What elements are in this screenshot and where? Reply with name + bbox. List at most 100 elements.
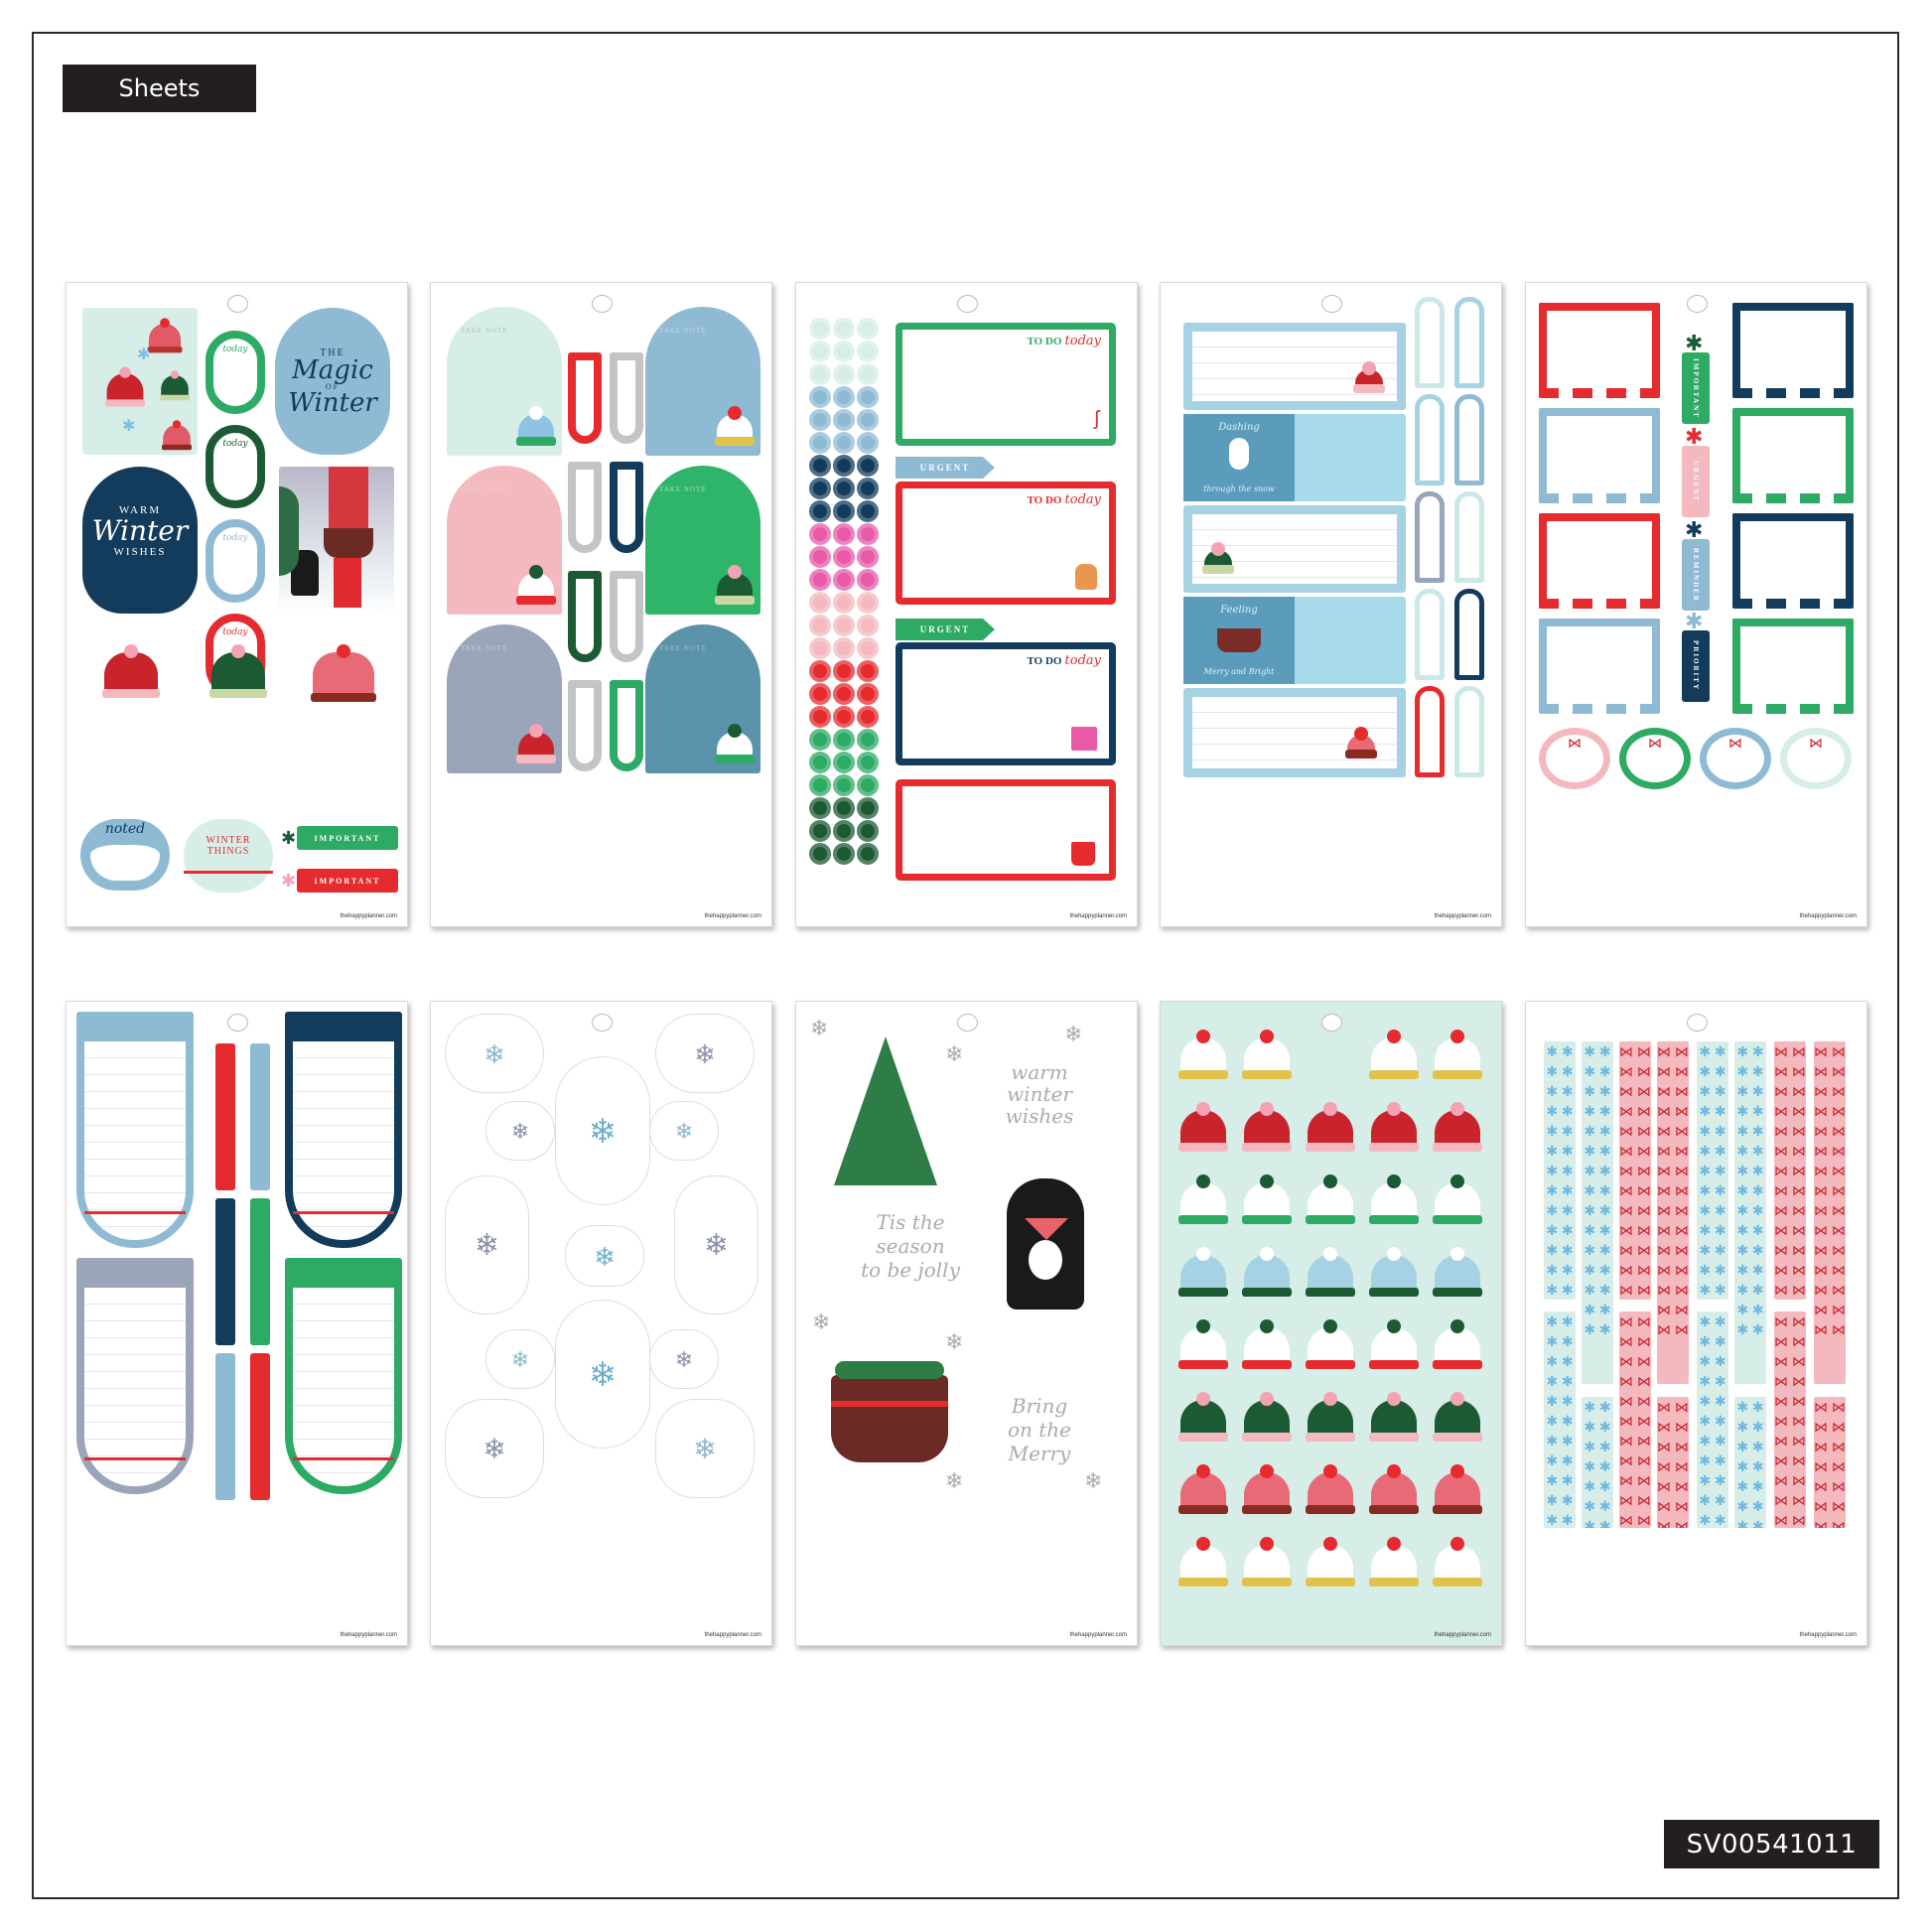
beanie-sticker[interactable] (1242, 1537, 1292, 1587)
urgent-flag-green[interactable]: URGENT (896, 619, 995, 640)
dot-sticker[interactable] (809, 637, 831, 659)
dot-sticker[interactable] (809, 478, 831, 499)
sticker-sheet-1[interactable]: ✱ ✱ today today today today THE Magic OF… (66, 282, 408, 927)
washi-strip-snowflakes[interactable]: ✱ ✱ ✱ ✱ ✱ ✱ ✱ ✱ ✱ ✱ ✱ ✱ ✱ ✱ ✱ ✱ ✱ ✱ ✱ ✱ … (1734, 1397, 1766, 1528)
beanie-sticker[interactable] (1242, 1102, 1292, 1152)
beanie-sticker[interactable] (1369, 1174, 1419, 1224)
lined-label[interactable] (1183, 688, 1406, 777)
dashing-snow-label[interactable]: Dashing through the snow (1183, 414, 1406, 501)
washi-strip-snowflakes[interactable]: ✱ ✱ ✱ ✱ ✱ ✱ ✱ ✱ ✱ ✱ ✱ ✱ ✱ ✱ ✱ ✱ ✱ ✱ ✱ ✱ … (1697, 1041, 1728, 1300)
todo-box-navy[interactable]: TO DO today (896, 642, 1116, 765)
beanie-sticker[interactable] (1306, 1247, 1355, 1297)
beanie-sticker[interactable] (1306, 1319, 1355, 1369)
clip-tab-silver[interactable] (610, 571, 643, 662)
beanie-sticker[interactable] (1433, 1247, 1482, 1297)
beanie-pattern-tag[interactable]: ✱ ✱ (82, 308, 198, 455)
dot-sticker-grid[interactable] (809, 318, 881, 865)
sticker-sheet-9[interactable]: thehappyplanner.com (1160, 1001, 1502, 1646)
bow-circle-green[interactable]: ⋈ (1619, 728, 1691, 789)
arrow-flag[interactable] (1454, 394, 1484, 485)
take-note-arch-mint[interactable]: TAKE NOTE (447, 307, 562, 456)
arrow-flag[interactable] (1454, 491, 1484, 583)
dot-sticker[interactable] (857, 432, 879, 454)
scalloped-box-red[interactable] (1539, 513, 1660, 609)
snowflake-cluster[interactable]: ❄ (565, 1225, 644, 1287)
beanie-sticker[interactable] (1433, 1464, 1482, 1514)
dot-sticker[interactable] (857, 363, 879, 385)
dot-sticker[interactable] (833, 752, 855, 773)
snowflake-cluster[interactable]: ❄ (555, 1056, 650, 1205)
dot-sticker[interactable] (833, 797, 855, 819)
page-strip-blue[interactable] (250, 1043, 270, 1190)
sticker-sheet-10[interactable]: ✱ ✱ ✱ ✱ ✱ ✱ ✱ ✱ ✱ ✱ ✱ ✱ ✱ ✱ ✱ ✱ ✱ ✱ ✱ ✱ … (1525, 1001, 1867, 1646)
dot-sticker[interactable] (833, 432, 855, 454)
arrow-flag[interactable] (1415, 589, 1445, 680)
lined-label[interactable] (1183, 323, 1406, 410)
beanie-sticker[interactable] (1369, 1537, 1419, 1587)
sticker-sheet-4[interactable]: Dashing through the snow Feeling Merry a… (1160, 282, 1502, 927)
clip-tab-navy[interactable] (610, 462, 643, 553)
beanie-sticker[interactable] (1306, 1174, 1355, 1224)
sticker-sheet-3[interactable]: TO DO today ʃ URGENT TO DO today URGENT … (795, 282, 1138, 927)
beanie-sticker[interactable] (1178, 1102, 1228, 1152)
beanie-sticker[interactable] (1306, 1464, 1355, 1514)
beanie-sticker[interactable] (1242, 1464, 1292, 1514)
today-oval-darkgreen[interactable]: today (206, 425, 265, 508)
plaid-beanie-sticker[interactable] (102, 644, 160, 698)
dot-sticker[interactable] (857, 569, 879, 591)
page-strip-red[interactable] (215, 1043, 235, 1190)
beanie-sticker[interactable] (1242, 1030, 1292, 1079)
todo-box-red[interactable]: TO DO today (896, 482, 1116, 605)
dot-sticker[interactable] (809, 455, 831, 477)
important-tab[interactable]: IMPORTANT (1682, 352, 1710, 424)
arrow-flag[interactable] (1415, 686, 1445, 777)
snowflake-cluster[interactable]: ❄ (485, 1329, 555, 1389)
fairisle-beanie-sticker[interactable] (209, 644, 267, 698)
take-note-arch-blue[interactable]: TAKE NOTE (645, 307, 760, 456)
page-strip-blue[interactable] (215, 1353, 235, 1500)
snowflake-cluster[interactable]: ❄ (485, 1101, 555, 1161)
basket-sticker[interactable] (831, 1361, 948, 1462)
beanie-sticker[interactable] (1369, 1247, 1419, 1297)
bow-circle-blue[interactable]: ⋈ (1700, 728, 1771, 789)
dot-sticker[interactable] (833, 478, 855, 499)
warm-winter-wishes-tag[interactable]: WARM Winter WISHES (82, 467, 198, 614)
dog-and-basket-photo[interactable] (279, 467, 394, 616)
dog-sticker[interactable] (1007, 1178, 1084, 1310)
dot-sticker[interactable] (809, 318, 831, 340)
washi-strip-bows[interactable]: ⋈ ⋈ ⋈ ⋈ ⋈ ⋈ ⋈ ⋈ ⋈ ⋈ ⋈ ⋈ ⋈ ⋈ ⋈ ⋈ ⋈ ⋈ ⋈ ⋈ … (1774, 1311, 1806, 1528)
scalloped-box-navy[interactable] (1732, 303, 1854, 398)
arrow-flag[interactable] (1454, 297, 1484, 388)
today-oval-green[interactable]: today (206, 331, 265, 414)
sticker-sheet-7[interactable]: ❄ ❄ ❄ ❄ ❄ ❄ ❄ ❄ ❄ ❄ ❄ ❄ ❄ thehappyplanne… (430, 1001, 772, 1646)
beanie-sticker[interactable] (1178, 1030, 1228, 1079)
dot-sticker[interactable] (857, 318, 879, 340)
washi-strip-bows[interactable]: ⋈ ⋈ ⋈ ⋈ ⋈ ⋈ ⋈ ⋈ ⋈ ⋈ ⋈ ⋈ ⋈ ⋈ ⋈ ⋈ ⋈ ⋈ ⋈ ⋈ … (1619, 1311, 1651, 1528)
beanie-sticker[interactable] (1369, 1030, 1419, 1079)
beanie-sticker[interactable] (1178, 1174, 1228, 1224)
dot-sticker[interactable] (809, 843, 831, 865)
dot-sticker[interactable] (809, 660, 831, 682)
dot-sticker[interactable] (809, 683, 831, 705)
arrow-flag[interactable] (1454, 589, 1484, 680)
dot-sticker[interactable] (809, 341, 831, 362)
beanie-sticker[interactable] (1369, 1319, 1419, 1369)
clip-tab-silver[interactable] (568, 462, 602, 553)
priority-tab[interactable]: PRIORITY (1682, 630, 1710, 702)
dot-sticker[interactable] (809, 386, 831, 408)
dot-sticker[interactable] (833, 615, 855, 636)
page-strip-red[interactable] (250, 1353, 270, 1500)
arrow-flag[interactable] (1415, 491, 1445, 583)
beanie-sticker[interactable] (1433, 1174, 1482, 1224)
dot-sticker[interactable] (833, 843, 855, 865)
dot-sticker[interactable] (857, 660, 879, 682)
washi-strip-snowflakes[interactable]: ✱ ✱ ✱ ✱ ✱ ✱ ✱ ✱ ✱ ✱ ✱ ✱ ✱ ✱ ✱ ✱ ✱ ✱ ✱ ✱ … (1734, 1041, 1766, 1384)
washi-strip-bows[interactable]: ⋈ ⋈ ⋈ ⋈ ⋈ ⋈ ⋈ ⋈ ⋈ ⋈ ⋈ ⋈ ⋈ ⋈ ⋈ ⋈ ⋈ ⋈ ⋈ ⋈ … (1814, 1041, 1846, 1384)
dot-sticker[interactable] (833, 318, 855, 340)
scalloped-box-navy[interactable] (1732, 513, 1854, 609)
snowflake-cluster[interactable]: ❄ (655, 1014, 755, 1093)
take-note-arch-green[interactable]: TAKE NOTE (645, 466, 760, 615)
dot-sticker[interactable] (809, 409, 831, 431)
bow-circle-mint[interactable]: ⋈ (1780, 728, 1852, 789)
dot-sticker[interactable] (857, 683, 879, 705)
